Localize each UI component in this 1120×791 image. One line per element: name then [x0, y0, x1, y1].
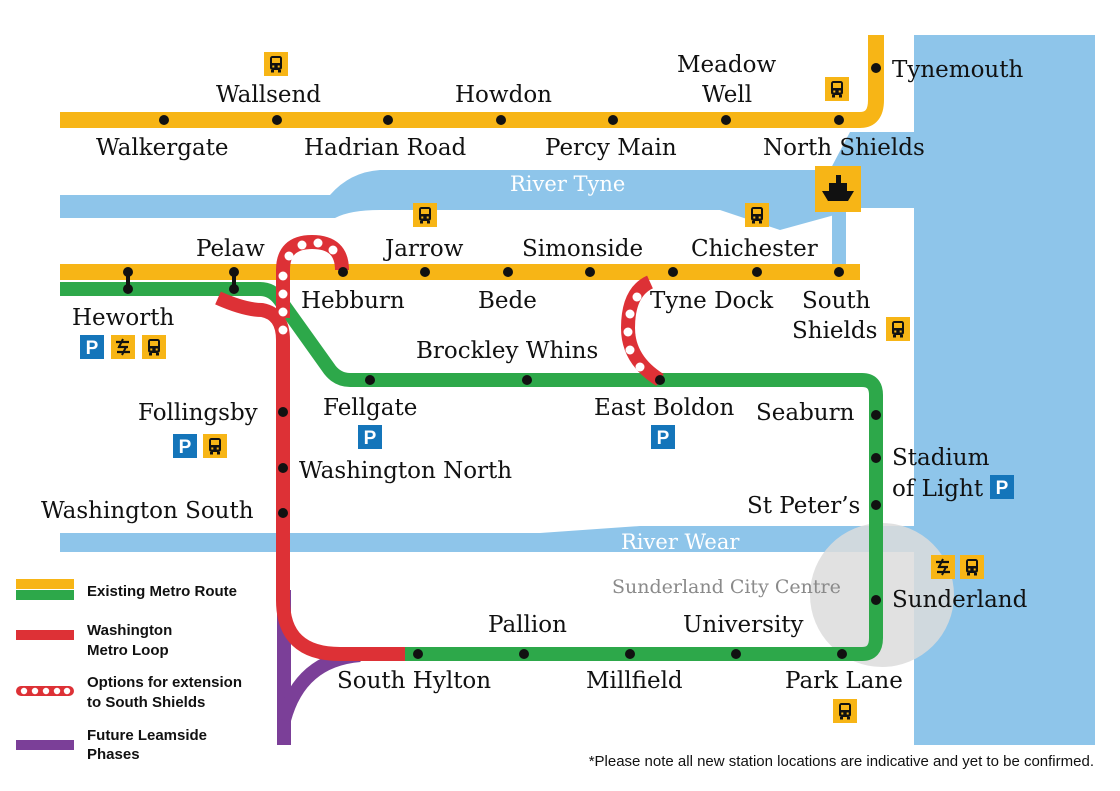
label-tyne-dock: Tyne Dock — [650, 288, 774, 314]
label-st-peters: St Peter’s — [747, 493, 860, 519]
label-chichester: Chichester — [691, 236, 818, 262]
svg-text:P: P — [364, 428, 377, 449]
river-wear — [60, 526, 914, 552]
bus-icon — [264, 52, 288, 76]
parking-icon: P — [173, 434, 197, 458]
sea — [914, 35, 1095, 745]
label-sunderland: Sunderland — [892, 587, 1028, 613]
legend-options-1: Options for extension — [87, 674, 242, 691]
label-stadium-of-light-1: Stadium — [892, 445, 990, 471]
label-heworth: Heworth — [72, 305, 174, 331]
river-tyne-branch — [832, 200, 846, 270]
bus-icon — [833, 699, 857, 723]
label-percy-main: Percy Main — [545, 135, 677, 161]
label-hadrian-road: Hadrian Road — [304, 135, 467, 161]
national-rail-icon — [931, 555, 955, 579]
national-rail-icon — [111, 335, 135, 359]
svg-text:P: P — [179, 437, 192, 458]
label-simonside: Simonside — [522, 236, 643, 262]
label-south-hylton: South Hylton — [337, 668, 491, 694]
parking-icons: P P P P P — [80, 335, 1014, 499]
river-tyne — [60, 132, 914, 230]
label-sunderland-city-centre: Sunderland City Centre — [612, 576, 841, 598]
bus-icon — [203, 434, 227, 458]
svg-text:P: P — [657, 428, 670, 449]
parking-icon: P — [990, 475, 1014, 499]
legend-loop-1: Washington — [87, 622, 172, 639]
legend-loop-2: Metro Loop — [87, 642, 169, 659]
legend: Existing Metro Route Washington Metro Lo… — [16, 579, 242, 763]
extension-option-dots — [278, 238, 645, 372]
parking-icon: P — [651, 425, 675, 449]
bus-icon — [413, 203, 437, 227]
label-fellgate: Fellgate — [323, 395, 417, 421]
extension-option-hebburn — [276, 235, 349, 318]
label-brockley-whins: Brockley Whins — [416, 338, 598, 364]
disclaimer-note: *Please note all new station locations a… — [589, 753, 1094, 770]
label-park-lane: Park Lane — [785, 668, 903, 694]
label-millfield: Millfield — [586, 668, 683, 694]
legend-options-2: to South Shields — [87, 694, 205, 711]
label-pelaw: Pelaw — [196, 236, 265, 262]
label-north-shields: North Shields — [763, 135, 925, 161]
bus-icon — [886, 317, 910, 341]
label-jarrow: Jarrow — [383, 236, 464, 262]
legend-future-2: Phases — [87, 746, 140, 763]
label-washington-north: Washington North — [299, 458, 512, 484]
green-line — [60, 282, 883, 661]
label-east-boldon: East Boldon — [594, 395, 735, 421]
bus-icon — [142, 335, 166, 359]
label-walkergate: Walkergate — [96, 135, 229, 161]
label-river-tyne: River Tyne — [510, 172, 625, 196]
station-dots — [123, 63, 881, 659]
label-river-wear: River Wear — [621, 530, 740, 554]
label-washington-south: Washington South — [41, 498, 254, 524]
label-seaburn: Seaburn — [756, 400, 855, 426]
bus-icon — [825, 77, 849, 101]
label-wallsend: Wallsend — [216, 82, 321, 108]
legend-existing: Existing Metro Route — [87, 583, 237, 600]
parking-icon: P — [358, 425, 382, 449]
label-university: University — [683, 612, 804, 638]
station-labels: Tynemouth Wallsend Howdon Meadow Well Wa… — [41, 52, 1028, 694]
label-follingsby: Follingsby — [138, 400, 258, 426]
ferry-icon — [815, 166, 861, 212]
legend-future-1: Future Leamside — [87, 727, 207, 744]
label-pallion: Pallion — [488, 612, 567, 638]
bus-icon — [960, 555, 984, 579]
svg-text:P: P — [996, 478, 1009, 499]
label-howdon: Howdon — [455, 82, 552, 108]
label-south-shields-2: Shields — [792, 318, 877, 344]
svg-text:P: P — [86, 338, 99, 359]
label-stadium-of-light-2: of Light — [892, 476, 984, 502]
label-tynemouth: Tynemouth — [892, 57, 1023, 83]
yellow-north-line — [60, 35, 884, 128]
parking-icon: P — [80, 335, 104, 359]
label-south-shields-1: South — [802, 288, 871, 314]
label-hebburn: Hebburn — [301, 288, 405, 314]
bus-icon — [745, 203, 769, 227]
label-meadow-well-1: Meadow — [677, 52, 776, 78]
label-meadow-well-2: Well — [702, 82, 752, 108]
label-bede: Bede — [478, 288, 537, 314]
